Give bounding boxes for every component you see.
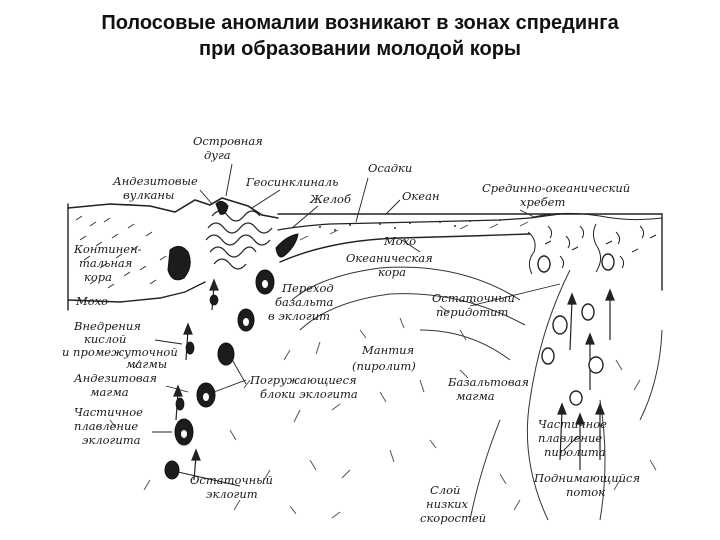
mantle-texture (109, 299, 657, 519)
label-island-arc-2: дуга (204, 148, 231, 162)
label-moho-left: Мохо (75, 294, 108, 308)
label-rising-flow-2: поток (566, 485, 605, 499)
label-moho-right: Мохо (383, 234, 416, 248)
peridotite-pods (537, 253, 615, 406)
label-ridge-1: Срединно-океанический (482, 181, 630, 195)
label-low-velocity-1: Слой (430, 483, 460, 497)
label-partial-melt-pyrolite-2: плавление (538, 431, 602, 445)
oceanic-moho (279, 233, 531, 263)
label-andesite-magma-1: Андезитовая (73, 371, 157, 385)
label-intrusions-1: Внедрения (73, 319, 141, 333)
continental-moho (67, 281, 206, 303)
subducting-slab-edge (275, 233, 299, 258)
rising-flow-arrows (557, 288, 615, 470)
label-basalt-eclogite-1: Переход (281, 281, 334, 295)
label-ocean: Океан (402, 189, 440, 203)
ridge-crust (527, 212, 663, 275)
label-intrusions-2: кислой (84, 332, 126, 346)
label-sediments: Осадки (368, 161, 412, 175)
slide-title: Полосовые аномалии возникают в зонах спр… (0, 10, 720, 62)
label-island-arc-1: Островная (193, 134, 263, 148)
label-andesite-magma-2: магма (90, 385, 129, 399)
arc-intrusion-dark (167, 246, 191, 281)
label-residual-eclogite-2: эклогит (206, 487, 258, 501)
label-low-velocity-3: скоростей (420, 511, 486, 525)
label-residual-eclogite-1: Остаточный (190, 473, 273, 487)
label-basalt-eclogite-3: в эклогит (268, 309, 330, 323)
label-andesite-volcanoes-2: вулканы (123, 188, 174, 202)
label-intrusions-4: магмы (126, 357, 167, 371)
title-line-2: при образовании молодой коры (198, 38, 521, 60)
label-oceanic-crust-1: Океаническая (346, 251, 433, 265)
label-partial-melt-pyrolite-3: пиролита (544, 445, 606, 459)
label-oceanic-crust-2: кора (378, 265, 406, 279)
label-partial-melt-eclogite-2: плавление (74, 419, 138, 433)
geosyncline-folds (205, 210, 273, 270)
label-partial-melt-eclogite-3: эклогита (82, 433, 141, 447)
label-residual-peridotite-1: Остаточный (432, 291, 515, 305)
label-partial-melt-pyrolite-1: Частичное (538, 417, 607, 431)
magma-rising-arrows (173, 278, 219, 481)
label-mantle-1: Мантия (361, 343, 414, 357)
continental-surface (67, 197, 279, 219)
magma-blobs (175, 294, 219, 411)
sea-floor-sediments (277, 213, 561, 231)
mantle-flow-lines (291, 266, 663, 521)
label-andesite-volcanoes-1: Андезитовые (112, 174, 198, 188)
label-geosyncline: Геосинклиналь (245, 175, 338, 189)
label-trench: Желоб (309, 192, 352, 206)
label-mantle-2: (пиролит) (352, 359, 416, 373)
leader-lines (152, 163, 579, 487)
sediment-dots (319, 219, 501, 231)
oceanic-crust-pattern (299, 221, 529, 241)
label-intrusions-3: и промежуточной (62, 345, 178, 359)
label-continental-crust-2: тальная (79, 256, 132, 270)
label-sinking-blocks-2: блоки эклогита (260, 387, 358, 401)
label-partial-melt-eclogite-1: Частичное (74, 405, 143, 419)
label-basalt-magma-2: магма (456, 389, 495, 403)
label-continental-crust-3: кора (84, 270, 112, 284)
label-sinking-blocks-1: Погружающиеся (249, 373, 357, 387)
title-line-1: Полосовые аномалии возникают в зонах спр… (101, 12, 619, 34)
label-residual-peridotite-2: перидотит (436, 305, 509, 319)
label-ridge-2: хребет (520, 195, 565, 209)
label-basalt-eclogite-2: базальта (275, 295, 333, 309)
continental-crust-pattern (75, 215, 167, 289)
label-basalt-magma-1: Базальтовая (447, 375, 529, 389)
label-low-velocity-2: низких (426, 497, 469, 511)
label-continental-crust-1: Континен- (73, 242, 142, 256)
arc-volcanic-core (215, 200, 229, 215)
label-rising-flow-1: Поднимающийся (533, 471, 640, 485)
eclogite-blocks (164, 269, 275, 480)
